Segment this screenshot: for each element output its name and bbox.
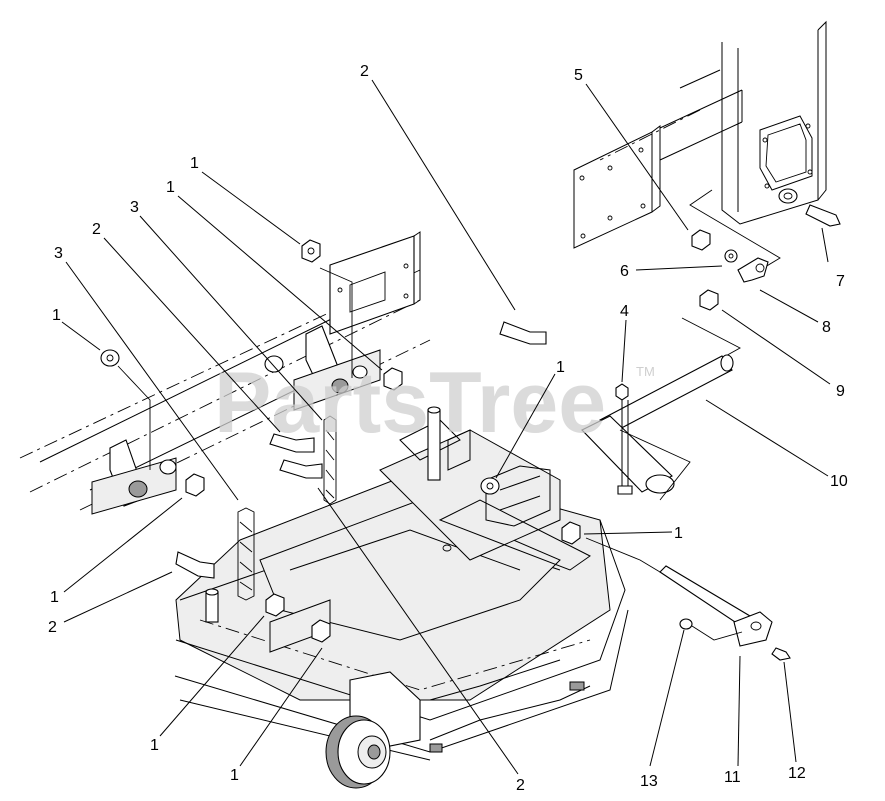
bolt-4 [615, 383, 633, 495]
rod-10 [581, 354, 734, 501]
callout-label: 1 [674, 525, 683, 542]
callout-label: 1 [556, 359, 565, 376]
callout-label: 1 [150, 737, 159, 754]
small-parts-5-6-8-9 [681, 229, 769, 369]
watermark: PartsTree [214, 355, 606, 451]
callout-label: 1 [52, 307, 61, 324]
callout-label: 1 [50, 589, 59, 606]
callout-label: 1 [190, 155, 199, 172]
callout-label: 5 [574, 67, 583, 84]
fasteners [100, 239, 791, 661]
callout-label: 13 [640, 773, 658, 790]
callout-label: 1 [230, 767, 239, 784]
callout-label: 8 [822, 319, 831, 336]
callout-labels: 2 5 1 1 3 2 3 1 6 7 4 8 9 1 10 1 1 2 1 1… [48, 63, 848, 794]
center-bracket [264, 231, 421, 411]
callout-label: 2 [92, 221, 101, 238]
callout-label: 9 [836, 383, 845, 400]
callout-label: 2 [48, 619, 57, 636]
callout-label: 10 [830, 473, 848, 490]
callout-label: 4 [620, 303, 629, 320]
callout-label: 2 [516, 777, 525, 794]
callout-label: 3 [54, 245, 63, 262]
watermark-trademark: TM [636, 364, 655, 379]
caster-wheel [325, 715, 391, 789]
callout-label: 3 [130, 199, 139, 216]
callout-label: 12 [788, 765, 806, 782]
leader-lines [61, 79, 831, 775]
bolt-7 [778, 188, 841, 227]
callout-label: 6 [620, 263, 629, 280]
left-bracket [91, 365, 177, 515]
callout-label: 7 [836, 273, 845, 290]
frame-housing [573, 20, 827, 271]
callout-label: 2 [360, 63, 369, 80]
callout-label: 11 [724, 769, 741, 786]
callout-label: 1 [166, 179, 175, 196]
